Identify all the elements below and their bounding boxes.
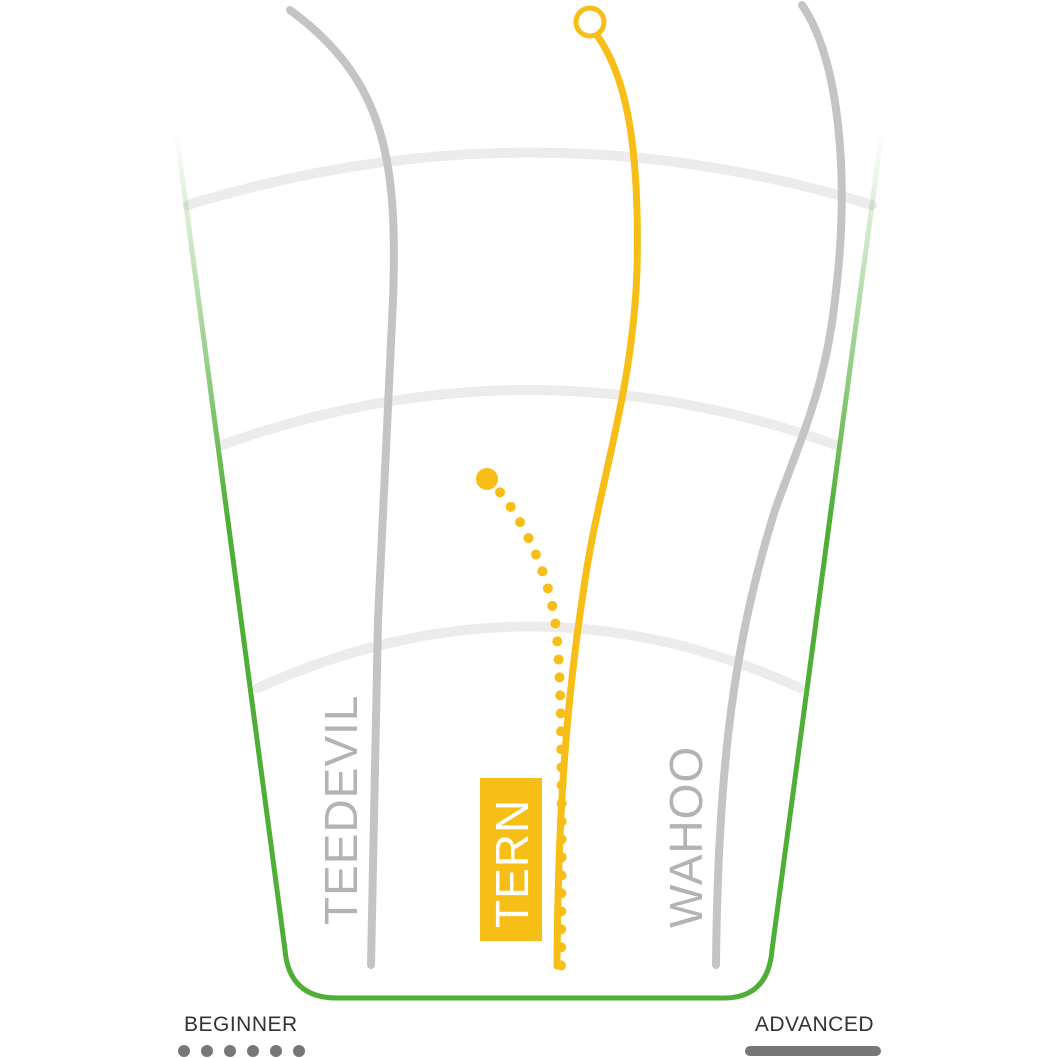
teedevil-label: TEEDEVIL — [315, 695, 367, 925]
teedevil-flight-path — [286, 6, 398, 969]
wahoo-label: WAHOO — [660, 746, 712, 928]
beginner-label: BEGINNER — [184, 1013, 298, 1036]
fairway-border — [173, 127, 885, 1001]
tern-label-background — [480, 778, 542, 941]
tern-flight-path — [553, 26, 641, 970]
distance-arc-mid — [217, 385, 841, 450]
tern-beginner-landing-point — [476, 468, 498, 490]
tern-beginner-flight-path — [483, 474, 567, 971]
tern-label: TERN — [486, 799, 538, 928]
tern-release-marker — [573, 5, 607, 39]
advanced-label: ADVANCED — [755, 1013, 874, 1036]
wahoo-flight-path — [712, 1, 846, 969]
beginner-dots-marker — [178, 1045, 305, 1057]
distance-arc-near — [253, 621, 805, 693]
distance-arc-far — [183, 147, 877, 210]
